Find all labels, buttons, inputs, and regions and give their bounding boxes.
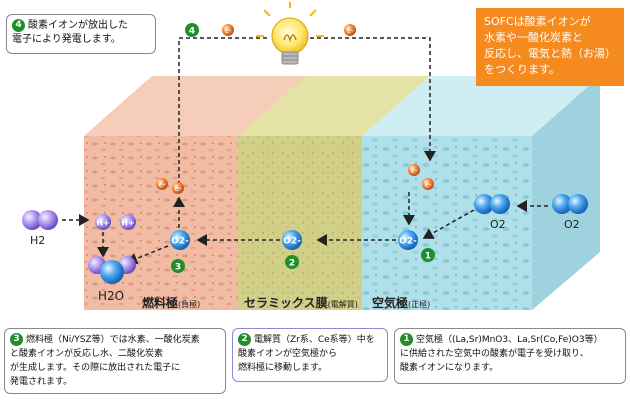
oxide-ion-air: O2- <box>398 230 418 250</box>
arrow-o2-to-ion <box>422 209 475 239</box>
circuit-wire-left <box>178 37 270 185</box>
proton-1: H+ <box>95 214 111 230</box>
callout-line: 酸素イオンが空気極から <box>238 349 338 359</box>
note-line: 水素や一酸化炭素と <box>484 31 583 44</box>
step-1-badge: 1 <box>421 248 435 262</box>
electron-air-1: e- <box>408 164 420 176</box>
callout-line: 空気極（(La,Sr)MnO3、La,Sr(Co,Fe)O3等） <box>416 335 603 345</box>
o2-label-a: O2 <box>490 218 506 231</box>
callout-line: 酸素イオンが放出した <box>28 20 128 31</box>
step-3-label: 3 <box>175 263 181 273</box>
electron-label: e- <box>175 185 182 193</box>
electron-label: e- <box>159 181 166 189</box>
oxide-ion-label: O2- <box>283 237 301 247</box>
oxide-ion-fuel: O2- <box>170 230 190 250</box>
callout-line: 発電されます。 <box>10 377 73 387</box>
electron-fuel-2: e- <box>172 182 184 194</box>
callout-line: と酸素イオンが反応し水、二酸化炭素 <box>10 349 164 359</box>
callout-line: が生成します。その際に放出された電子に <box>10 363 181 373</box>
oxygen-molecule-a <box>474 194 510 214</box>
electron-label: e- <box>347 27 354 35</box>
step-4-badge: 4 <box>185 23 199 37</box>
electrolyte-sub: (電解質) <box>327 300 358 309</box>
fuel-electrode-name: 燃料極 <box>142 296 179 310</box>
fuel-electrode-label: 燃料極(負極) <box>142 294 200 311</box>
callout-line: 燃料極に移動します。 <box>238 363 328 373</box>
callout-num: 3 <box>10 333 23 346</box>
oxide-ion-label: O2- <box>171 237 189 247</box>
callout-num: 1 <box>400 333 413 346</box>
callout-line: 酸素イオンになります。 <box>400 363 499 373</box>
air-electrode-front <box>362 136 532 310</box>
electron-wire-right: e- <box>344 24 356 36</box>
o2-label-b: O2 <box>564 218 580 231</box>
electrolyte-name: セラミックス膜 <box>244 296 328 310</box>
electrolyte-label: セラミックス膜(電解質) <box>244 294 358 311</box>
electrolyte-front <box>238 136 362 310</box>
callout-line: 燃料極（Ni/YSZ等）では水素、一酸化炭素 <box>26 335 200 345</box>
h2-label: H2 <box>30 234 46 247</box>
h2o-label: H2O <box>98 289 125 303</box>
air-electrode-side <box>532 76 600 310</box>
note-line: SOFCは酸素イオンが <box>484 15 591 28</box>
oxide-ion-label: O2- <box>399 237 417 247</box>
light-bulb-icon <box>256 2 324 65</box>
electron-fuel-1: e- <box>156 178 168 190</box>
electron-wire-left: e- <box>222 24 234 36</box>
air-electrode-sub: (正極) <box>408 300 431 309</box>
electron-label: e- <box>425 181 432 189</box>
electron-label: e- <box>411 167 418 175</box>
electron-label: e- <box>225 27 232 35</box>
step-1-label: 1 <box>425 252 431 262</box>
fuel-electrode-sub: (負極) <box>178 300 201 309</box>
proton-label: H+ <box>121 219 134 228</box>
air-electrode-name: 空気極 <box>372 296 409 310</box>
note-line: をつくります。 <box>484 63 560 76</box>
summary-note: SOFCは酸素イオンが 水素や一酸化炭素と 反応し、電気と熱（お湯） をつくりま… <box>476 8 624 86</box>
proton-label: H+ <box>96 219 109 228</box>
callout-line: に供給された空気中の酸素が電子を受け取り、 <box>400 349 589 359</box>
arrow-ion-to-water <box>126 245 169 265</box>
air-electrode-label: 空気極(正極) <box>372 294 430 311</box>
callout-num: 2 <box>238 333 251 346</box>
callout-line: 電解質（Zr系、Ce系等）中を <box>254 335 375 345</box>
air-electrode-top <box>362 76 600 136</box>
step-2-label: 2 <box>289 259 295 269</box>
electron-air-2: e- <box>422 178 434 190</box>
step-4-label: 4 <box>189 27 195 37</box>
step-2-badge: 2 <box>285 255 299 269</box>
electrolyte-top <box>238 76 430 136</box>
water-molecule <box>88 256 136 284</box>
hydrogen-molecule <box>22 210 58 230</box>
callout-num: 4 <box>12 19 25 32</box>
oxide-ion-electrolyte: O2- <box>282 230 302 250</box>
oxygen-molecule-b <box>552 194 588 214</box>
callout-line: 電子により発電します。 <box>12 34 121 45</box>
circuit-wire-right <box>310 37 436 162</box>
step-3-badge: 3 <box>171 259 185 273</box>
proton-2: H+ <box>120 214 136 230</box>
note-line: 反応し、電気と熱（お湯） <box>484 47 616 60</box>
